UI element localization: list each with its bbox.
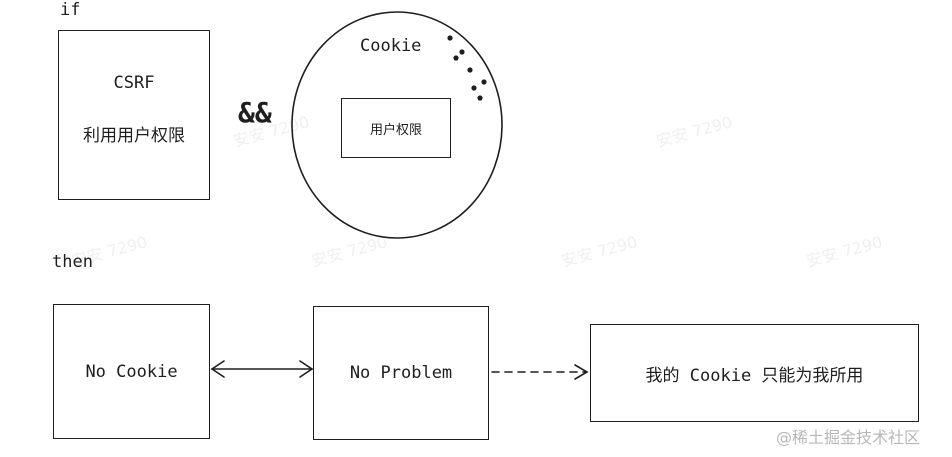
watermark-credit: @稀土掘金技术社区 bbox=[776, 428, 921, 447]
csrf-subtitle: 利用用户权限 bbox=[83, 126, 185, 146]
cookie-circle bbox=[291, 11, 503, 239]
csrf-box: CSRF 利用用户权限 bbox=[58, 30, 210, 200]
if-label: if bbox=[60, 0, 81, 20]
user-permission-box: 用户权限 bbox=[341, 98, 451, 158]
no-problem-box: No Problem bbox=[313, 306, 489, 440]
cookie-crumbs bbox=[447, 35, 487, 101]
cookie-circle-title: Cookie bbox=[360, 36, 422, 56]
csrf-title: CSRF bbox=[113, 73, 155, 93]
and-operator: && bbox=[238, 96, 272, 129]
then-label: then bbox=[52, 252, 93, 272]
dashed-arrow bbox=[491, 364, 589, 380]
no-cookie-box: No Cookie bbox=[53, 304, 210, 439]
double-arrow bbox=[210, 360, 314, 378]
result-box: 我的 Cookie 只能为我所用 bbox=[590, 324, 919, 422]
